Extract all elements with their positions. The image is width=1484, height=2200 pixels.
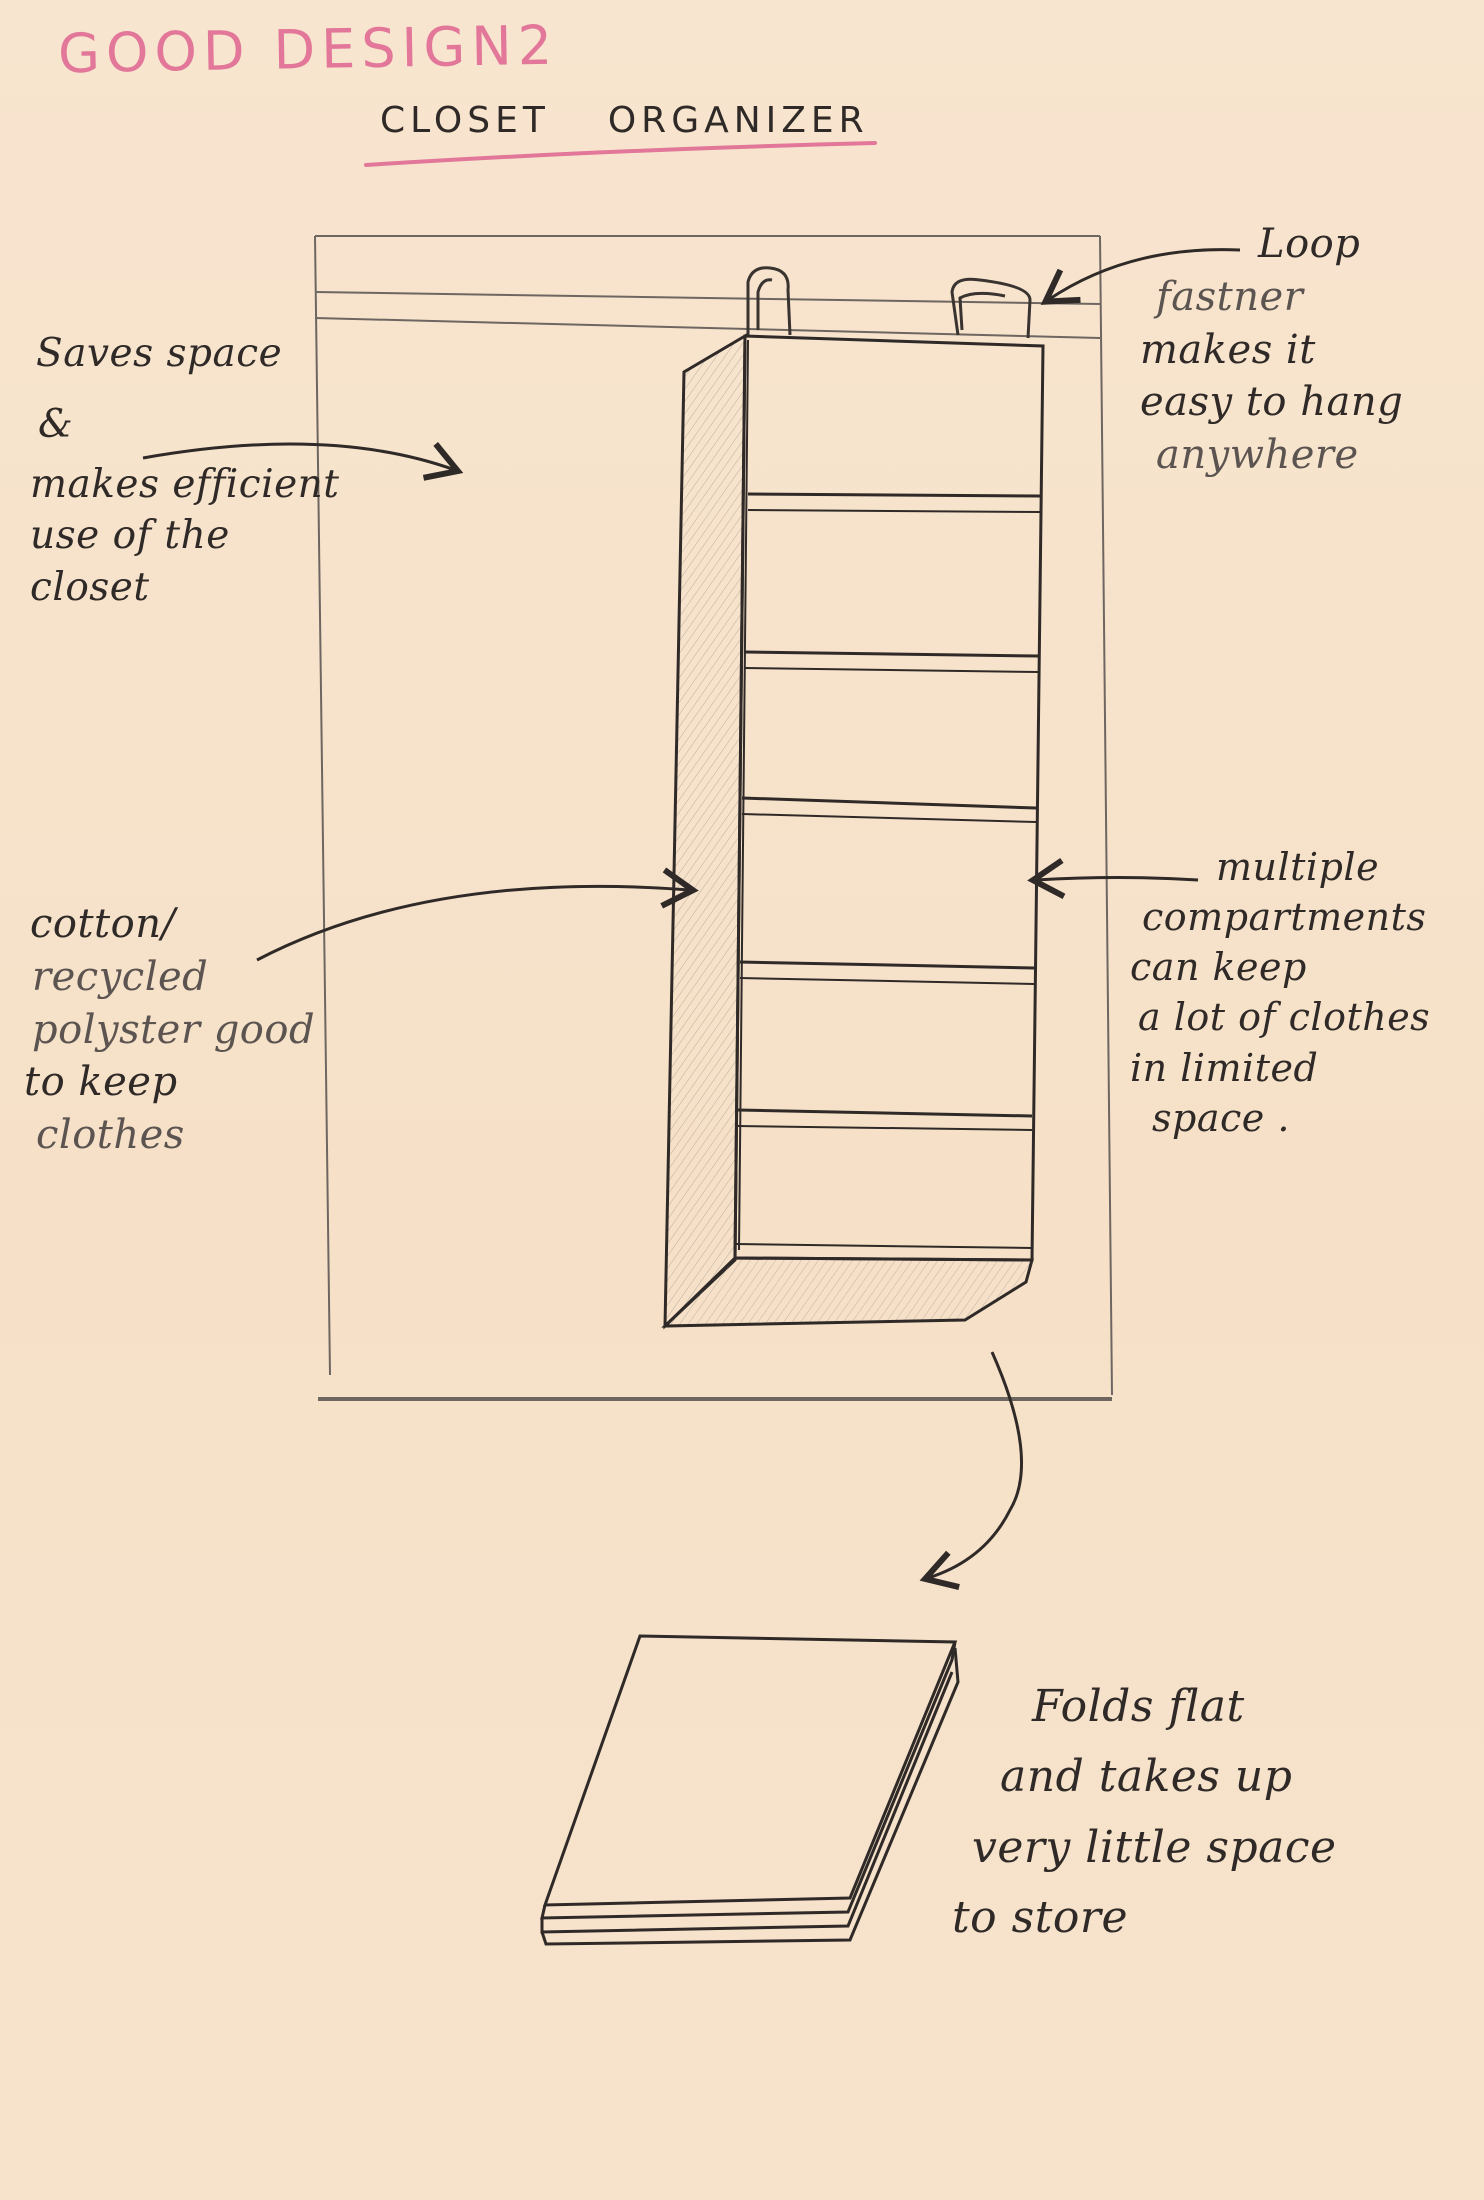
loop-fastener: [746, 266, 1032, 339]
note-line: use of the: [30, 513, 230, 559]
note-line: recycled: [32, 953, 209, 1000]
note-line: multiple: [1216, 845, 1380, 889]
note-folds-flat: Folds flat and takes up very little spac…: [952, 1672, 1337, 1954]
closet-frame: [314, 235, 1113, 1401]
note-line: clothes: [36, 1112, 185, 1159]
note-line: and takes up: [1000, 1751, 1293, 1803]
note-line: to store: [952, 1892, 1128, 1944]
note-line: compartments: [1142, 895, 1427, 940]
closet-rod: [314, 291, 1101, 339]
arrow-saves-space: [142, 442, 464, 481]
note-line: &: [38, 402, 74, 448]
note-line: space .: [1152, 1095, 1290, 1140]
note-line: a lot of clothes: [1138, 995, 1431, 1040]
note-line: polyster good: [32, 1006, 316, 1053]
note-line: in limited: [1130, 1045, 1319, 1090]
arrow-fold-down: [919, 1351, 1023, 1590]
organizer-side-panel: [663, 333, 747, 1330]
note-line: can keep: [1130, 945, 1307, 990]
note-line: Folds flat: [1032, 1681, 1245, 1732]
note-saves-space: Saves space & makes efficient use of the…: [30, 328, 339, 613]
note-loop-fastener: Loop fastner makes it easy to hang anywh…: [1140, 218, 1403, 482]
organizer-bottom-panel: [661, 1256, 1034, 1328]
note-line: very little space: [972, 1821, 1337, 1873]
note-line: Loop: [1258, 221, 1361, 267]
subtitle-underline: [364, 141, 877, 167]
arrow-compartments: [1027, 857, 1199, 900]
note-line: fastner: [1156, 273, 1304, 320]
subtitle-organizer: ORGANIZER: [607, 100, 869, 141]
note-line: to keep: [24, 1059, 178, 1106]
page-subtitle: CLOSET ORGANIZER: [380, 100, 869, 141]
note-compartments: multiple compartments can keep a lot of …: [1130, 842, 1430, 1143]
note-line: easy to hang: [1140, 379, 1404, 426]
note-line: anywhere: [1156, 432, 1359, 479]
note-line: makes it: [1140, 326, 1316, 373]
note-line: cotton/: [30, 901, 176, 947]
arrow-loop-fastener: [1040, 248, 1241, 305]
note-line: Saves space: [36, 331, 283, 376]
note-line: closet: [30, 564, 150, 610]
organizer-shelves: [735, 492, 1041, 1249]
note-material: cotton/ recycled polyster good to keep c…: [24, 898, 315, 1162]
note-line: makes efficient: [30, 461, 340, 507]
arrow-material: [256, 867, 699, 962]
folded-organizer: [540, 1634, 960, 1946]
page-title: GOOD DESIGN2: [57, 13, 559, 86]
subtitle-closet: CLOSET: [380, 100, 550, 141]
